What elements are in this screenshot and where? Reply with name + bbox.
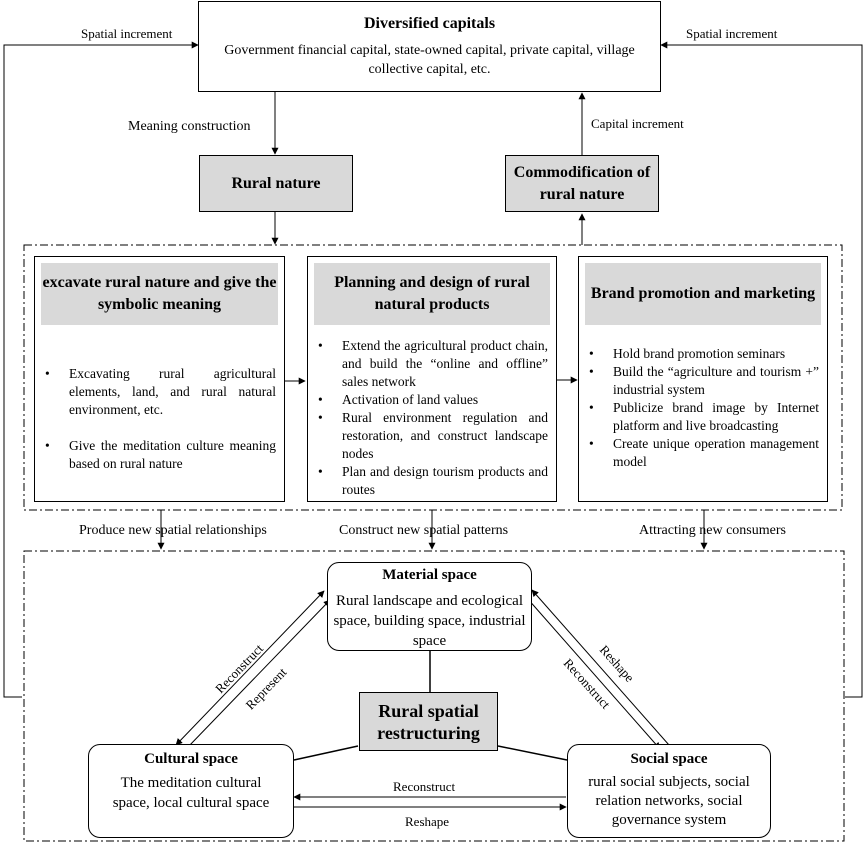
list-item: Publicize brand image by Internet platfo… xyxy=(583,399,819,435)
rural-nature-box: Rural nature xyxy=(199,155,353,212)
label-spatial-increment-right: Spatial increment xyxy=(686,26,778,41)
list-item: Excavating rural agricultural elements, … xyxy=(39,365,276,419)
label-produce: Produce new spatial relationships xyxy=(79,523,267,538)
space-container xyxy=(23,550,845,842)
panel-excavate: excavate rural nature and give the symbo… xyxy=(34,256,285,502)
panel-brand-title: Brand promotion and marketing xyxy=(585,263,821,325)
list-item: Hold brand promotion seminars xyxy=(583,345,819,363)
capitals-title: Diversified capitals xyxy=(363,14,496,32)
material-space-title: Material space xyxy=(382,567,477,583)
label-reconstruct-bottom: Reconstruct xyxy=(393,779,456,794)
panel-excavate-title: excavate rural nature and give the symbo… xyxy=(41,263,278,325)
arrow-reconstruct-right xyxy=(526,597,661,750)
social-space-title: Social space xyxy=(630,751,708,767)
list-item: Plan and design tourism products and rou… xyxy=(312,463,548,499)
panels-container xyxy=(23,244,843,511)
commodification-box: Commodification of rural nature xyxy=(505,155,659,212)
label-construct: Construct new spatial patterns xyxy=(339,523,509,538)
list-item: Extend the agricultural product chain, a… xyxy=(312,337,548,391)
label-attracting: Attracting new consumers xyxy=(639,523,786,538)
panel-planning: Planning and design of rural natural pro… xyxy=(307,256,557,502)
panel-planning-list: Extend the agricultural product chain, a… xyxy=(312,337,548,499)
arrow-reshape-right xyxy=(531,589,670,746)
cultural-space-title: Cultural space xyxy=(144,751,238,767)
list-item: Create unique operation management model xyxy=(583,435,819,471)
social-space-body: rural social subjects, social relation n… xyxy=(588,774,750,828)
cultural-space-box: Cultural space The meditation cultural s… xyxy=(88,744,294,838)
label-capital-increment: Capital increment xyxy=(591,116,684,131)
label-spatial-increment-left: Spatial increment xyxy=(81,26,173,41)
arrow-reconstruct-left xyxy=(175,590,325,746)
list-item: Activation of land values xyxy=(312,391,548,409)
panel-planning-title: Planning and design of rural natural pro… xyxy=(314,263,550,325)
left-feedback-line xyxy=(3,41,199,698)
arrow-represent xyxy=(187,599,331,748)
material-space-box: Material space Rural landscape and ecolo… xyxy=(327,562,532,651)
social-space-box: Social space rural social subjects, soci… xyxy=(567,744,771,838)
cultural-space-body: The meditation cultural space, local cul… xyxy=(112,775,270,811)
panel-brand: Brand promotion and marketing Hold brand… xyxy=(578,256,828,502)
right-feedback-line xyxy=(660,41,863,698)
diversified-capitals-box: Diversified capitals Government financia… xyxy=(198,1,661,92)
label-reshape-bottom: Reshape xyxy=(405,814,450,829)
rural-spatial-restructuring-box: Rural spatial restructuring xyxy=(359,692,498,751)
list-item: Rural environment regulation and restora… xyxy=(312,409,548,463)
panel-brand-list: Hold brand promotion seminars Build the … xyxy=(583,345,819,471)
list-item: Give the meditation culture meaning base… xyxy=(39,437,276,473)
panel-excavate-list: Excavating rural agricultural elements, … xyxy=(39,365,276,473)
list-item: Build the “agriculture and tourism +” in… xyxy=(583,363,819,399)
material-space-body: Rural landscape and ecological space, bu… xyxy=(333,593,526,649)
label-meaning-construction: Meaning construction xyxy=(128,119,251,134)
capitals-body: Government financial capital, state-owne… xyxy=(224,42,635,77)
